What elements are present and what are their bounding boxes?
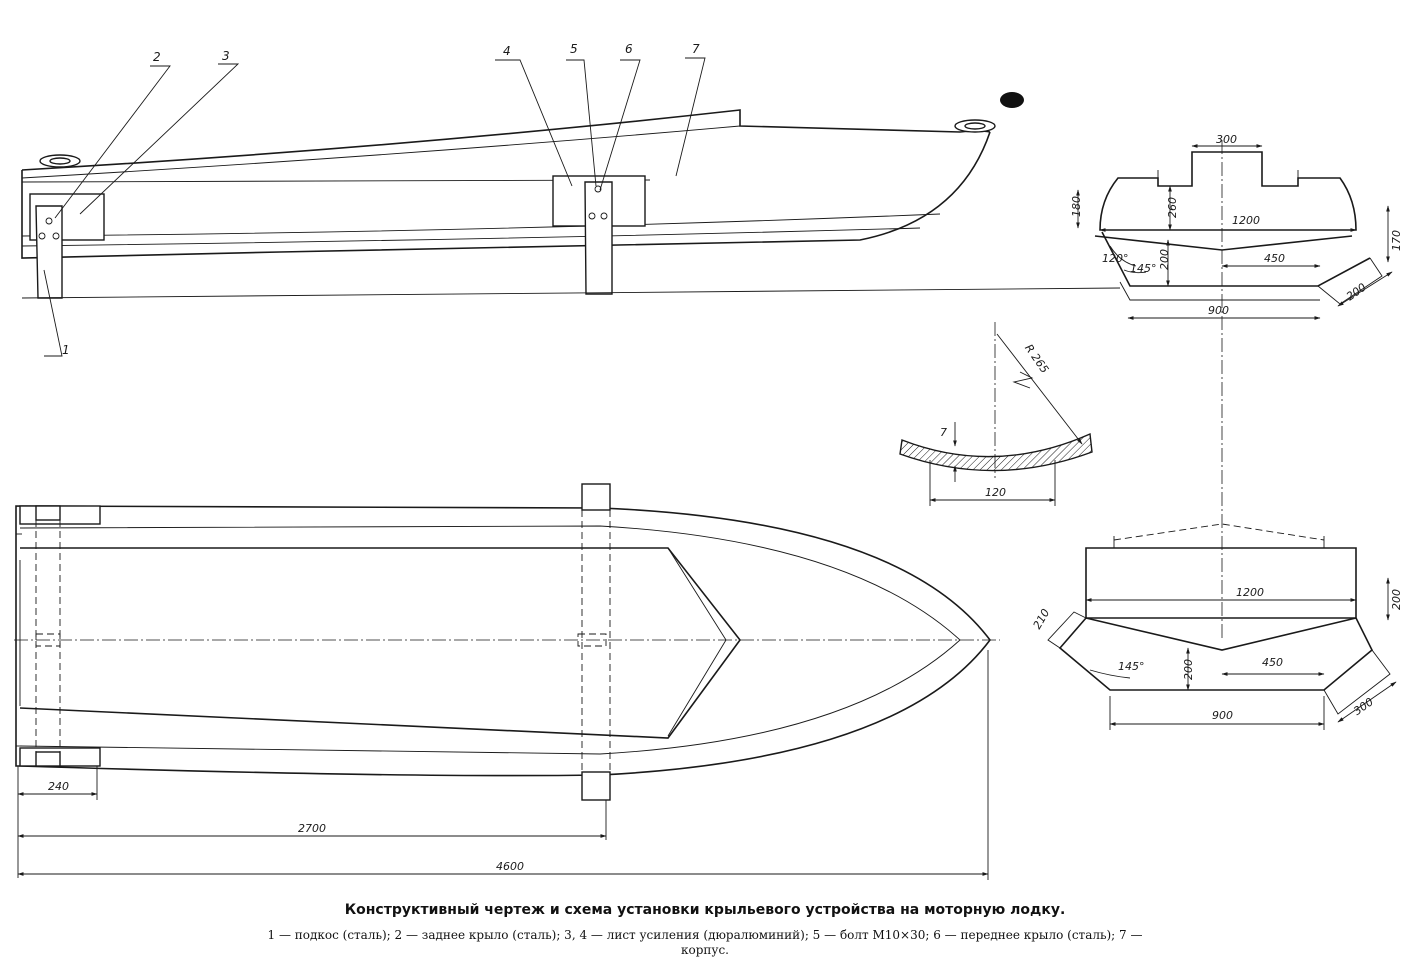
label-7: 7	[692, 42, 700, 56]
dim-front-half-span: 450	[1262, 656, 1283, 669]
front-wing-section	[1047, 523, 1397, 730]
part-labels: 2 3 4 5 6 7 1	[62, 42, 700, 357]
dim-front-right-height: 200	[1390, 589, 1403, 610]
dim-front-foil-height: 200	[1182, 659, 1195, 680]
rear-wing-section	[1076, 140, 1393, 640]
dim-overall-length: 4600	[496, 860, 524, 873]
boat-plan-view	[14, 483, 1000, 880]
dim-rear-bottom: 900	[1208, 304, 1229, 317]
figure-caption-title: Конструктивный чертеж и схема установки …	[344, 902, 1066, 918]
boat-side-view	[21, 57, 1121, 357]
figure-caption-legend: 1 — подкос (сталь); 2 — заднее крыло (ст…	[267, 928, 1143, 957]
dim-front-angle: 145°	[1118, 660, 1145, 673]
wing-installation-drawing: 2 3 4 5 6 7 1 300 180 260 1200 200 120°	[14, 42, 1403, 880]
wing-profile-section	[899, 322, 1093, 506]
dim-profile-chord: 120	[985, 486, 1006, 499]
dim-rear-depth: 260	[1166, 197, 1179, 218]
dim-rear-span: 1200	[1232, 214, 1260, 227]
dim-profile-thickness: 7	[940, 426, 947, 439]
dim-front-bottom: 900	[1212, 709, 1233, 722]
label-4: 4	[503, 44, 511, 58]
dim-rear-angle-a: 120°	[1102, 252, 1129, 265]
dim-profile-radius: R 265	[1022, 342, 1051, 376]
dim-rear-width-top: 300	[1216, 133, 1237, 146]
plan-dimensions: 240 2700 4600	[48, 780, 524, 873]
dim-front-span: 1200	[1236, 586, 1264, 599]
dim-rear-half-span: 450	[1264, 252, 1285, 265]
front-wing-dimensions: 1200 200 210 145° 200 450 300 900	[1031, 586, 1403, 722]
dim-rear-angle-b: 145°	[1130, 262, 1157, 275]
label-3: 3	[222, 49, 230, 63]
dim-front-left-tip: 210	[1031, 607, 1053, 632]
wing-profile-dimensions: R 265 7 120	[940, 342, 1051, 499]
rear-wing-dimensions: 300 180 260 1200 200 120° 145° 450 200 9…	[1070, 133, 1403, 317]
label-1: 1	[62, 343, 70, 357]
dim-rear-side-height: 180	[1070, 196, 1083, 217]
dim-rear-foil-height: 200	[1158, 249, 1171, 270]
dim-rear-right-height: 170	[1390, 230, 1403, 251]
label-6: 6	[625, 42, 633, 56]
label-5: 5	[570, 42, 578, 56]
dim-transom-offset: 240	[48, 780, 69, 793]
dim-to-front-strut: 2700	[298, 822, 326, 835]
label-2: 2	[153, 50, 161, 64]
